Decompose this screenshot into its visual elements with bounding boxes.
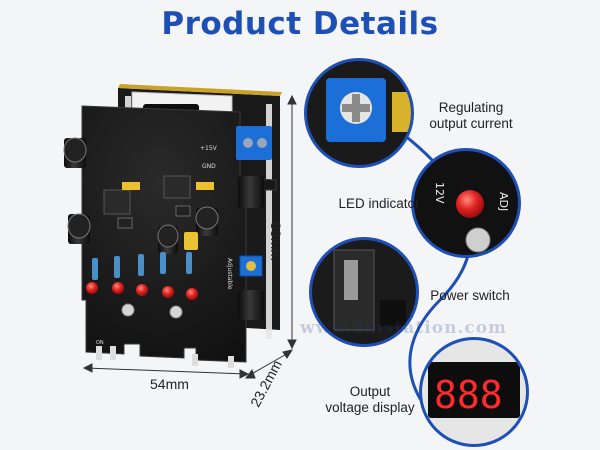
label-regulating-current-line1: Regulating [438,100,504,115]
v15-label: +15V [200,145,218,152]
label-voltage-display-line1: Output [349,384,391,399]
zoom-led: ADJ 12V [411,148,521,258]
dimension-lines [82,94,297,379]
watermark: www.dmstation.com [300,318,508,338]
resistor-row [92,252,192,280]
zoom-current-adjust [304,58,414,168]
main-pcb: +15V GND Adjustable ON [63,105,277,368]
label-voltage-display-line2: voltage display [325,400,415,415]
label-voltage-display: Output voltage display [320,384,420,416]
label-led-indicator: LED indicator [334,196,424,212]
adjustable-label: Adjustable [226,258,233,290]
on-label: ON [96,340,104,346]
label-power-switch-text: Power switch [430,288,510,303]
adj-label: ADJ [497,192,510,211]
label-regulating-current: Regulating output current [412,100,530,132]
page-title: Product Details [161,6,439,42]
v12-label: 12V [433,182,446,204]
dimension-height: 83mm [268,222,284,261]
led-row [86,282,198,300]
gnd-label: GND [202,163,216,170]
dimension-width: 54mm [150,376,189,392]
label-led-indicator-text: LED indicator [338,196,420,211]
zoom-voltage-display: 888 [419,337,529,447]
label-power-switch: Power switch [420,288,520,304]
display-zoom-digits: 888 [434,373,503,417]
label-regulating-current-line2: output current [429,116,513,131]
zoom-power-switch [309,237,419,347]
